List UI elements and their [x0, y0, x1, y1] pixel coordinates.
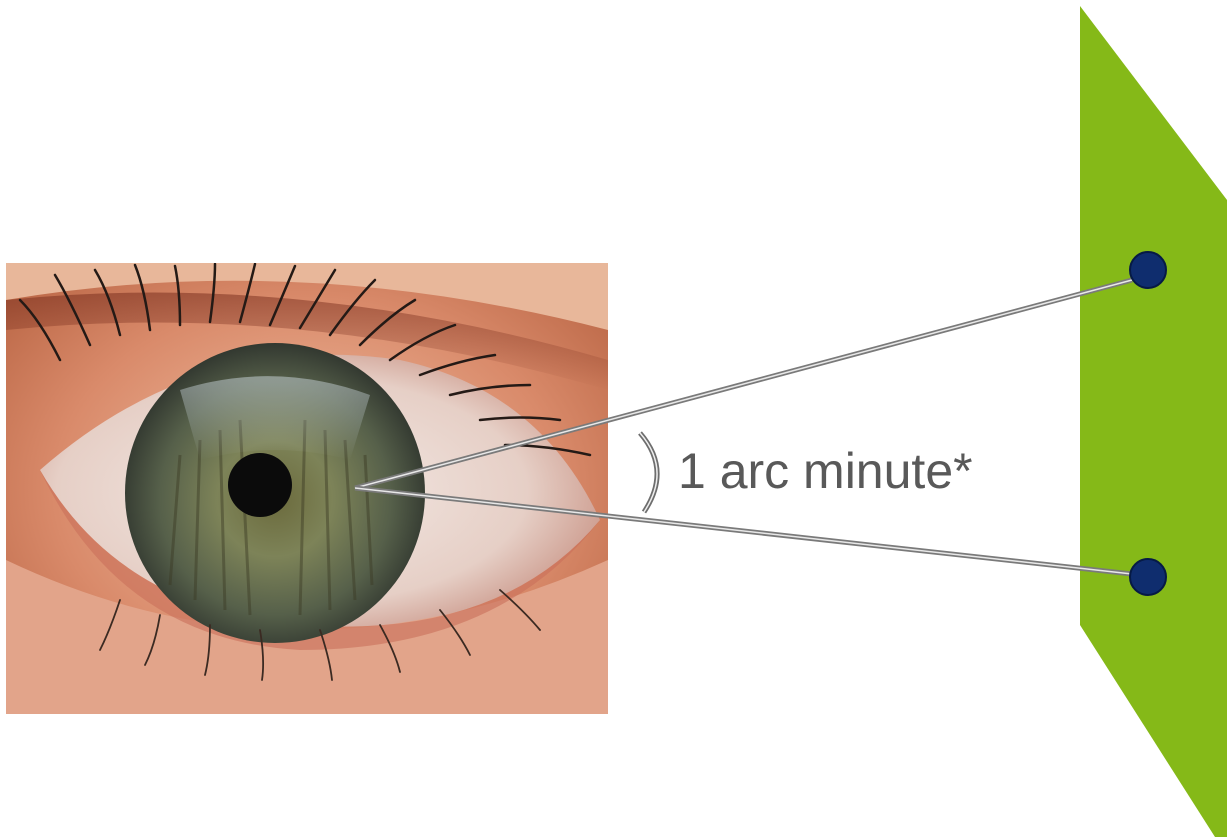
green-panel-icon — [1080, 6, 1227, 837]
eye-photo — [6, 263, 608, 714]
angle-label: 1 arc minute* — [678, 442, 973, 500]
lower-point-icon — [1130, 559, 1166, 595]
upper-point-icon — [1130, 252, 1166, 288]
angle-arc-icon — [640, 433, 657, 512]
